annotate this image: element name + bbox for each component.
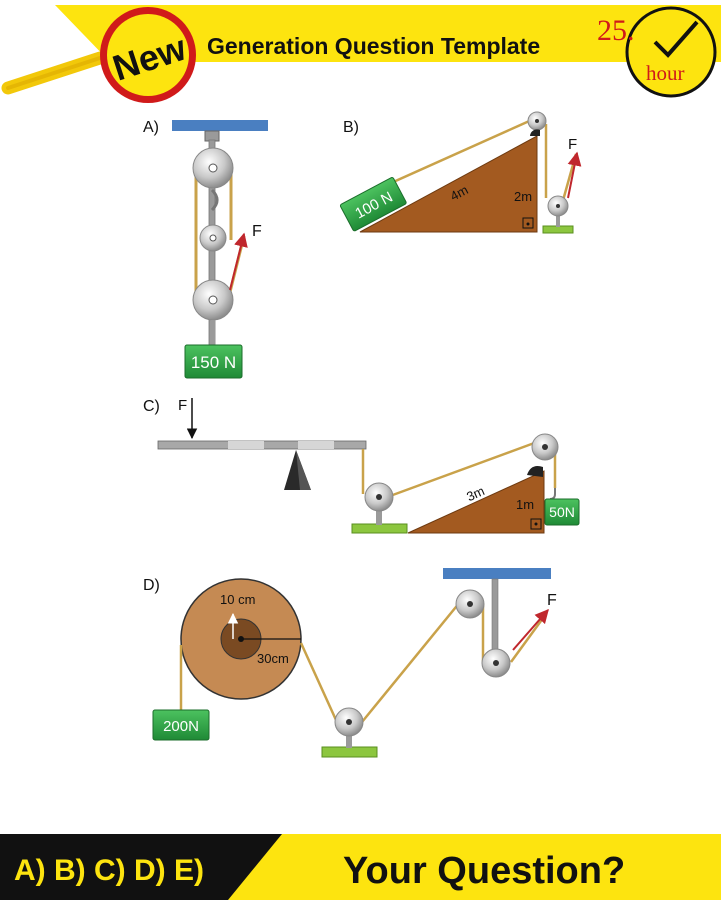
slope-length-label: 3m (464, 483, 487, 504)
diagram-a: A) F 150 N (143, 119, 268, 379)
logo-number: 25. (597, 14, 635, 47)
logo-word: hour (646, 61, 685, 85)
slope-length-label: 4m (448, 182, 471, 204)
diagram-a-label: A) (143, 119, 159, 136)
diagram-b: B) 100 N 4m 2m F (339, 111, 582, 234)
inner-radius-label: 10 cm (220, 592, 255, 607)
hook-icon (210, 188, 219, 212)
ceiling-plate (443, 568, 551, 579)
force-arrow (567, 151, 582, 199)
weight-block (544, 498, 580, 526)
diagram-c: C) F 3m 1m 50N (143, 397, 580, 534)
weight-block (152, 709, 210, 741)
diagram-c-label: C) (143, 398, 160, 415)
answer-options: A) B) C) D) E) (14, 854, 204, 887)
force-arrow (512, 608, 549, 651)
diagram-b-label: B) (343, 119, 359, 136)
weight-block (184, 344, 243, 379)
ground-base (351, 523, 408, 534)
hour-logo: 25. hour (597, 6, 717, 98)
diagram-d-label: D) (143, 577, 160, 594)
header: New Generation Question Template 25. hou… (1, 5, 721, 103)
weight-label: 50N (549, 504, 575, 520)
check-icon (653, 20, 699, 58)
lower-pulley (192, 279, 234, 321)
outer-radius-label: 30cm (257, 651, 289, 666)
force-label: F (178, 397, 187, 414)
force-label: F (568, 136, 577, 153)
hook-icon (549, 488, 556, 500)
force-arrow (229, 232, 248, 291)
weight-label: 200N (163, 718, 199, 735)
force-label: F (252, 223, 262, 240)
force-label: F (547, 592, 557, 609)
footer: A) B) C) D) E) Your Question? (0, 834, 721, 900)
middle-pulley (199, 224, 227, 252)
weight-label: 150 N (191, 353, 236, 372)
height-label: 1m (516, 497, 534, 512)
ground-base (542, 225, 574, 234)
right-angle-mark (522, 217, 534, 229)
footer-options-panel (0, 834, 282, 900)
mount-bracket (204, 130, 220, 142)
fixed-pulley (192, 147, 234, 189)
ceiling-plate (172, 120, 268, 131)
header-banner (55, 5, 721, 62)
ground-base (321, 746, 378, 758)
page-title: Generation Question Template (207, 33, 540, 59)
diagram-d: D) 10 cm 30cm 200N F (143, 568, 557, 758)
inclined-plane (407, 470, 545, 534)
height-label: 2m (514, 189, 532, 204)
inclined-plane (359, 135, 538, 233)
new-badge: New (100, 7, 196, 103)
right-angle-mark (530, 518, 542, 530)
question-prompt: Your Question? (343, 850, 625, 892)
